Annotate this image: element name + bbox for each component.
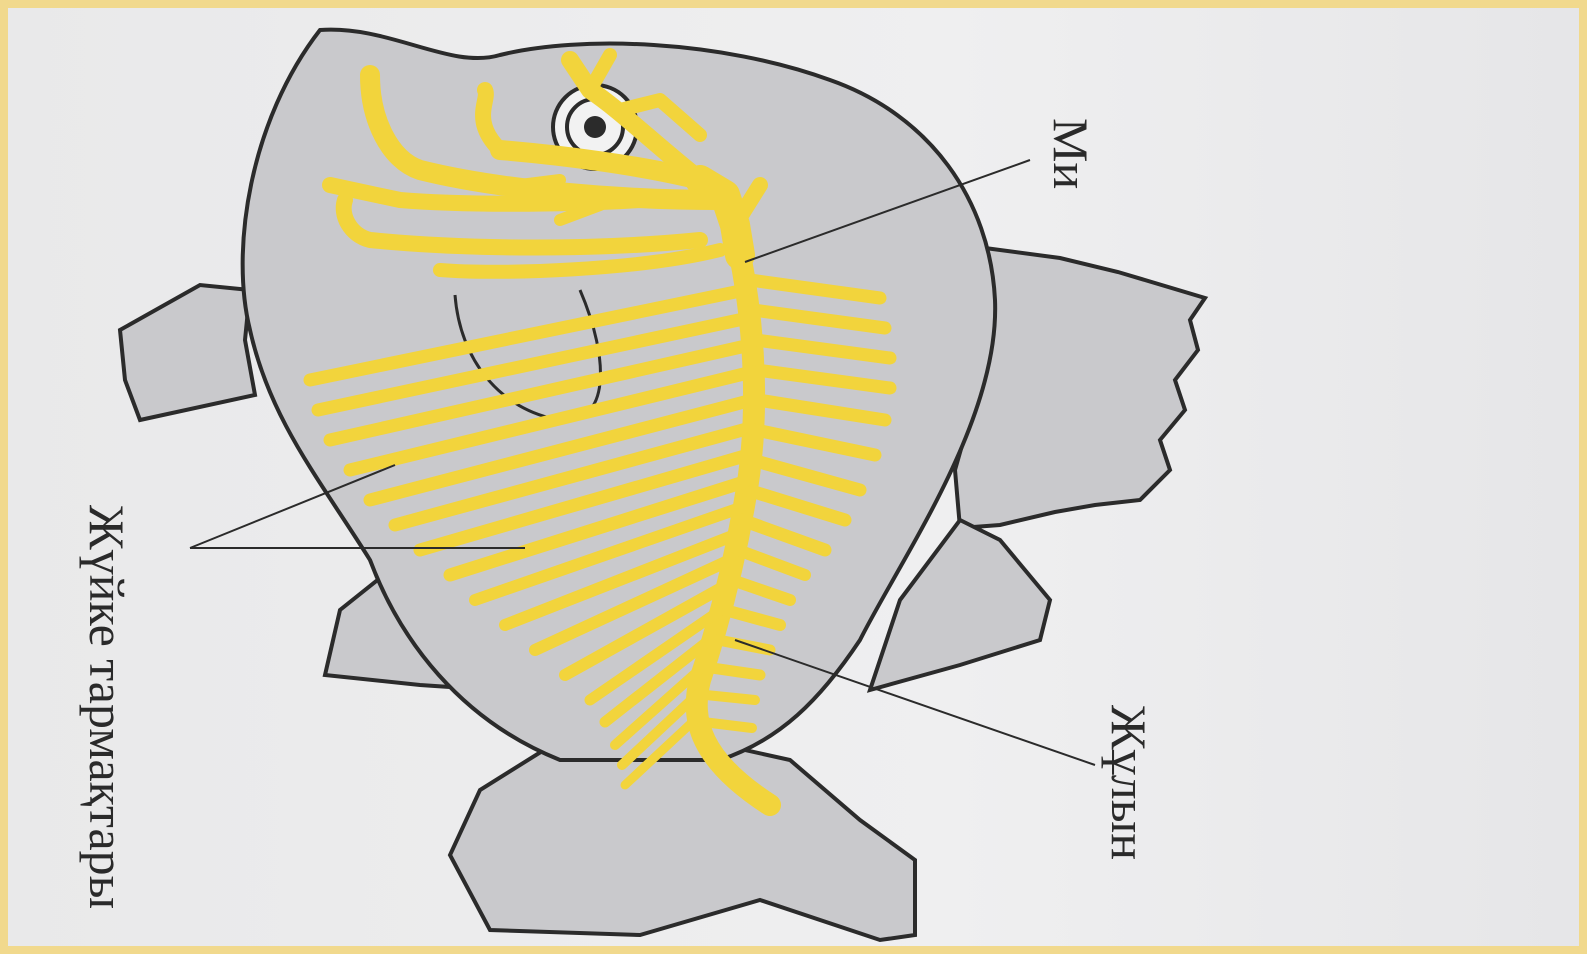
label-nerve-branches: Жүйке тармақтары bbox=[78, 505, 136, 909]
label-brain: Ми bbox=[1042, 118, 1100, 189]
anal-fin bbox=[120, 285, 255, 420]
tail-fin bbox=[450, 740, 915, 940]
label-spinal-cord: Жұлын bbox=[1100, 705, 1158, 860]
